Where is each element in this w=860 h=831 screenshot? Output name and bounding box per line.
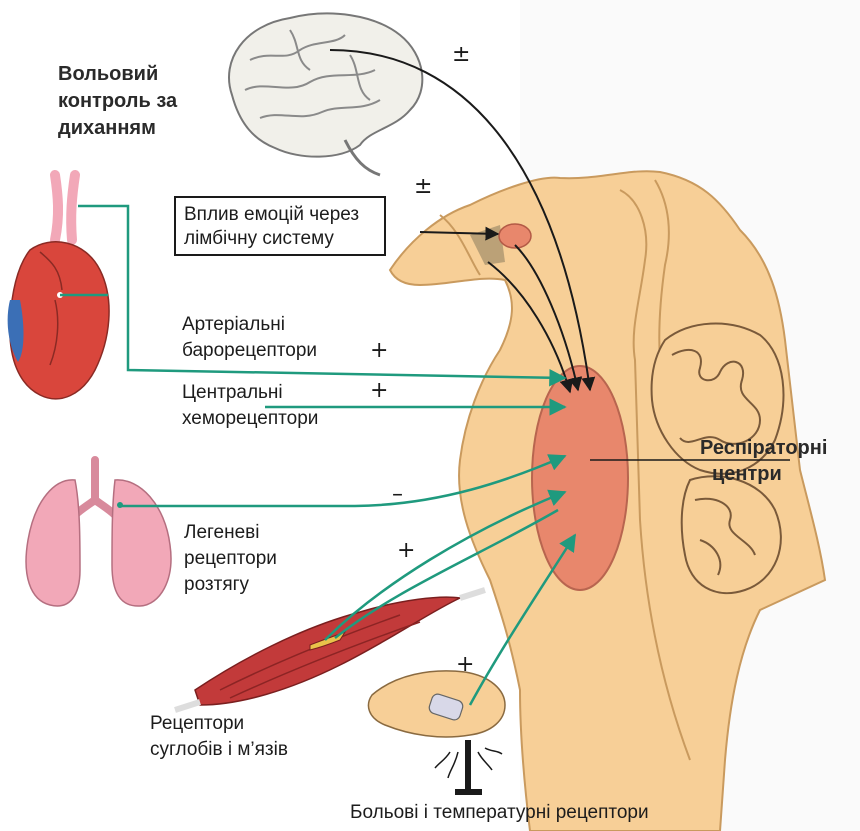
brain-sign: ± (452, 44, 470, 66)
heart-illustration (8, 175, 109, 399)
lung-receptor-label-line2: рецептори (184, 547, 277, 571)
voluntary-control-label-line3: диханням (58, 116, 156, 141)
lung-receptor-sign: – (392, 484, 403, 506)
pain-receptor-label: Больові і температурні рецептори (350, 801, 649, 825)
emotions-sign: ± (414, 176, 432, 198)
lung-receptor-label-line3: розтягу (184, 573, 249, 597)
finger-illustration (368, 671, 505, 792)
chemoreceptor-label-line2: хеморецептори (182, 407, 318, 431)
emotions-box: Вплив емоцій через лімбічну систему (174, 196, 386, 256)
joint-receptor-label-line2: суглобів і м’язів (150, 738, 288, 762)
resp-center-label-line1: Респіраторні (700, 436, 827, 461)
baroreceptor-label-line1: Артеріальні (182, 313, 285, 337)
chemoreceptor-sign: + (370, 380, 388, 402)
baroreceptor-sign: + (370, 340, 388, 362)
pain-receptor-sign: + (456, 654, 474, 676)
muscle-receptor-sign: + (397, 540, 415, 562)
joint-receptor-label-line1: Рецептори (150, 712, 244, 736)
chemoreceptor-label-line1: Центральні (182, 381, 283, 405)
baroreceptor-label-line2: барорецептори (182, 339, 317, 363)
lungs-illustration (26, 460, 171, 606)
voluntary-control-label-line2: контроль за (58, 89, 177, 114)
respiratory-center-region (532, 366, 628, 590)
lung-receptor-label-line1: Легеневі (184, 521, 260, 545)
voluntary-control-label-line1: Вольовий (58, 62, 158, 87)
brain-illustration (229, 13, 422, 175)
emotions-label-line2: лімбічну систему (184, 227, 334, 251)
resp-center-label-line2: центри (712, 462, 782, 487)
emotions-label-line1: Вплив емоцій через (184, 203, 359, 227)
